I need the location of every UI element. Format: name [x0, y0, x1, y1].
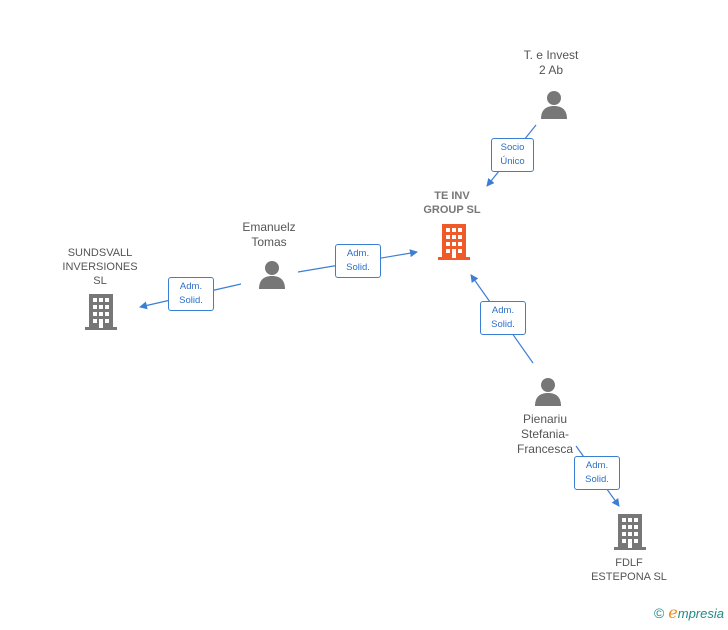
empresia-watermark: © empresia — [654, 603, 724, 622]
building-icon[interactable] — [614, 514, 646, 550]
edge-label-adm-solid: Adm. Solid. — [574, 456, 620, 490]
person-icon[interactable] — [541, 91, 567, 119]
node-label-emanuelz[interactable]: Emanuelz Tomas — [242, 220, 296, 249]
building-icon[interactable] — [438, 224, 470, 260]
edge-label-adm-solid: Adm. Solid. — [335, 244, 381, 278]
building-icon[interactable] — [85, 294, 117, 330]
node-label-sundsvall[interactable]: SUNDSVALL INVERSIONES SL — [62, 247, 138, 287]
node-label-te-inv-group[interactable]: TE INV GROUP SL — [423, 190, 481, 216]
person-icon[interactable] — [259, 261, 285, 289]
edge-label-socio-unico: Socio Único — [491, 138, 534, 172]
node-label-pienariu[interactable]: Pienariu Stefania- Francesca — [516, 412, 574, 456]
brand-logo: empresia — [668, 603, 724, 622]
copyright-icon: © — [653, 604, 665, 621]
edge-label-adm-solid: Adm. Solid. — [480, 301, 526, 335]
person-icon[interactable] — [535, 378, 561, 406]
edge-label-adm-solid: Adm. Solid. — [168, 277, 214, 311]
node-label-fdlf[interactable]: FDLF ESTEPONA SL — [591, 557, 667, 583]
node-label-te-invest[interactable]: T. e Invest 2 Ab — [523, 48, 579, 77]
